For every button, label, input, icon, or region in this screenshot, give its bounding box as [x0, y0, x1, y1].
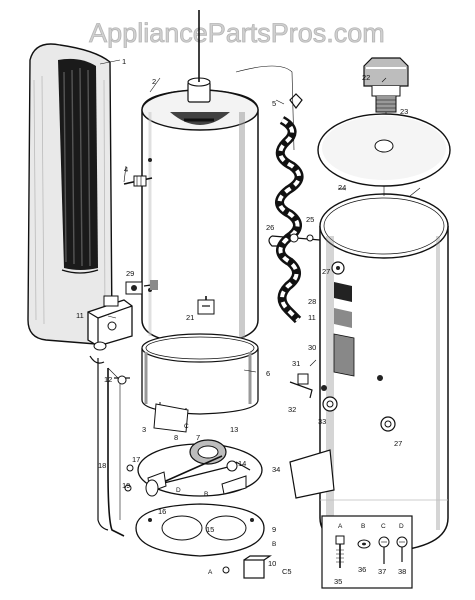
callout-25: 25 — [306, 215, 314, 224]
letter-B: B — [204, 491, 208, 498]
callout-35: 35 — [334, 577, 342, 586]
callout-31: 31 — [292, 359, 300, 368]
letter-B-2: B — [272, 541, 276, 548]
callout-14: 14 — [238, 459, 246, 468]
part-23-top-cover[interactable] — [317, 113, 451, 187]
part-16-orifice[interactable] — [145, 471, 167, 497]
callout-10: 10 — [268, 559, 276, 568]
gas-line — [107, 368, 125, 537]
callout-27-bottom: 27 — [394, 439, 402, 448]
callout-30: 30 — [308, 343, 316, 352]
callout-29: 11 — [308, 313, 316, 322]
callout-36: 36 — [358, 565, 366, 574]
inset-header-B: B — [361, 523, 365, 530]
vent-line — [235, 65, 295, 151]
callout-4: 4 — [124, 165, 128, 174]
letter-C: C — [184, 423, 189, 430]
callout-38: 38 — [398, 567, 406, 576]
callout-13: 13 — [230, 425, 238, 434]
part-4-fitting[interactable] — [123, 175, 153, 187]
part-12-fitting[interactable] — [114, 375, 130, 385]
callout-labels: 1 2 3 4 5 6 7 8 9 10 11 12 13 14 15 16 1… — [76, 57, 408, 586]
diagram-code: C5 — [282, 567, 292, 576]
callout-7: 7 — [196, 433, 200, 442]
callout-11: 11 — [76, 311, 84, 320]
part-28-plate[interactable] — [334, 282, 352, 302]
part-32-fitting[interactable] — [289, 373, 313, 399]
part-29-plate[interactable] — [334, 308, 352, 328]
callout-1: 1 — [122, 57, 126, 66]
callout-18: 18 — [98, 461, 106, 470]
callout-32: 32 — [288, 405, 296, 414]
part-14-pilot[interactable] — [221, 475, 247, 495]
part-30-label[interactable] — [333, 333, 355, 377]
part-17-clip[interactable] — [126, 464, 134, 472]
callout-5: 5 — [272, 99, 276, 108]
part-11-gas-control[interactable] — [87, 295, 133, 364]
callout-21: 21 — [186, 313, 194, 322]
watermark-text: AppliancePartsPros.com — [89, 18, 385, 48]
callout-16: 16 — [158, 507, 166, 516]
inset-header-A: A — [338, 523, 343, 530]
part-29-fitting[interactable] — [125, 280, 159, 295]
inset-headers: A B C D — [338, 523, 404, 530]
callout-37: 37 — [378, 567, 386, 576]
callout-33: 33 — [318, 417, 326, 426]
callout-12: 12 — [104, 375, 112, 384]
part-19-screw[interactable] — [124, 484, 132, 492]
part-25-bracket[interactable] — [268, 233, 321, 247]
part-6-skirt-band[interactable] — [141, 333, 259, 421]
letter-A: A — [208, 569, 213, 576]
part-22-valve[interactable] — [363, 57, 409, 128]
part-34-access-cover[interactable] — [289, 449, 335, 499]
letter-D: D — [176, 487, 181, 494]
callout-15: 15 — [206, 525, 214, 534]
part-A-screw[interactable] — [222, 566, 230, 574]
callout-28: 28 — [308, 297, 316, 306]
hardware-inset — [321, 515, 413, 589]
callout-27-top: 27 — [322, 267, 330, 276]
callout-3: 3 — [142, 425, 146, 434]
callout-22: 22 — [362, 73, 370, 82]
callout-24: 24 — [338, 183, 346, 192]
part-10-box[interactable] — [243, 555, 272, 579]
callout-2: 2 — [152, 77, 156, 86]
callout-26: 26 — [266, 223, 274, 232]
part-flue-baffle[interactable] — [275, 93, 304, 324]
callout-29-left: 29 — [126, 269, 134, 278]
callout-23: 23 — [400, 107, 408, 116]
inset-header-C: C — [381, 523, 386, 530]
callout-6: 6 — [266, 369, 270, 378]
callout-34: 34 — [272, 465, 280, 474]
part-21-probe[interactable] — [197, 296, 215, 315]
part-9-base-pan[interactable] — [135, 503, 265, 557]
callout-leaders — [99, 59, 387, 373]
callout-19: 19 — [122, 481, 130, 490]
inset-header-D: D — [399, 523, 404, 530]
part-insulation-blanket[interactable] — [27, 43, 113, 345]
part-tank[interactable] — [141, 10, 259, 345]
part-3-door-plate[interactable] — [153, 403, 189, 433]
callout-9: 9 — [272, 525, 276, 534]
callout-17: 17 — [132, 455, 140, 464]
callout-8: 8 — [174, 433, 178, 442]
